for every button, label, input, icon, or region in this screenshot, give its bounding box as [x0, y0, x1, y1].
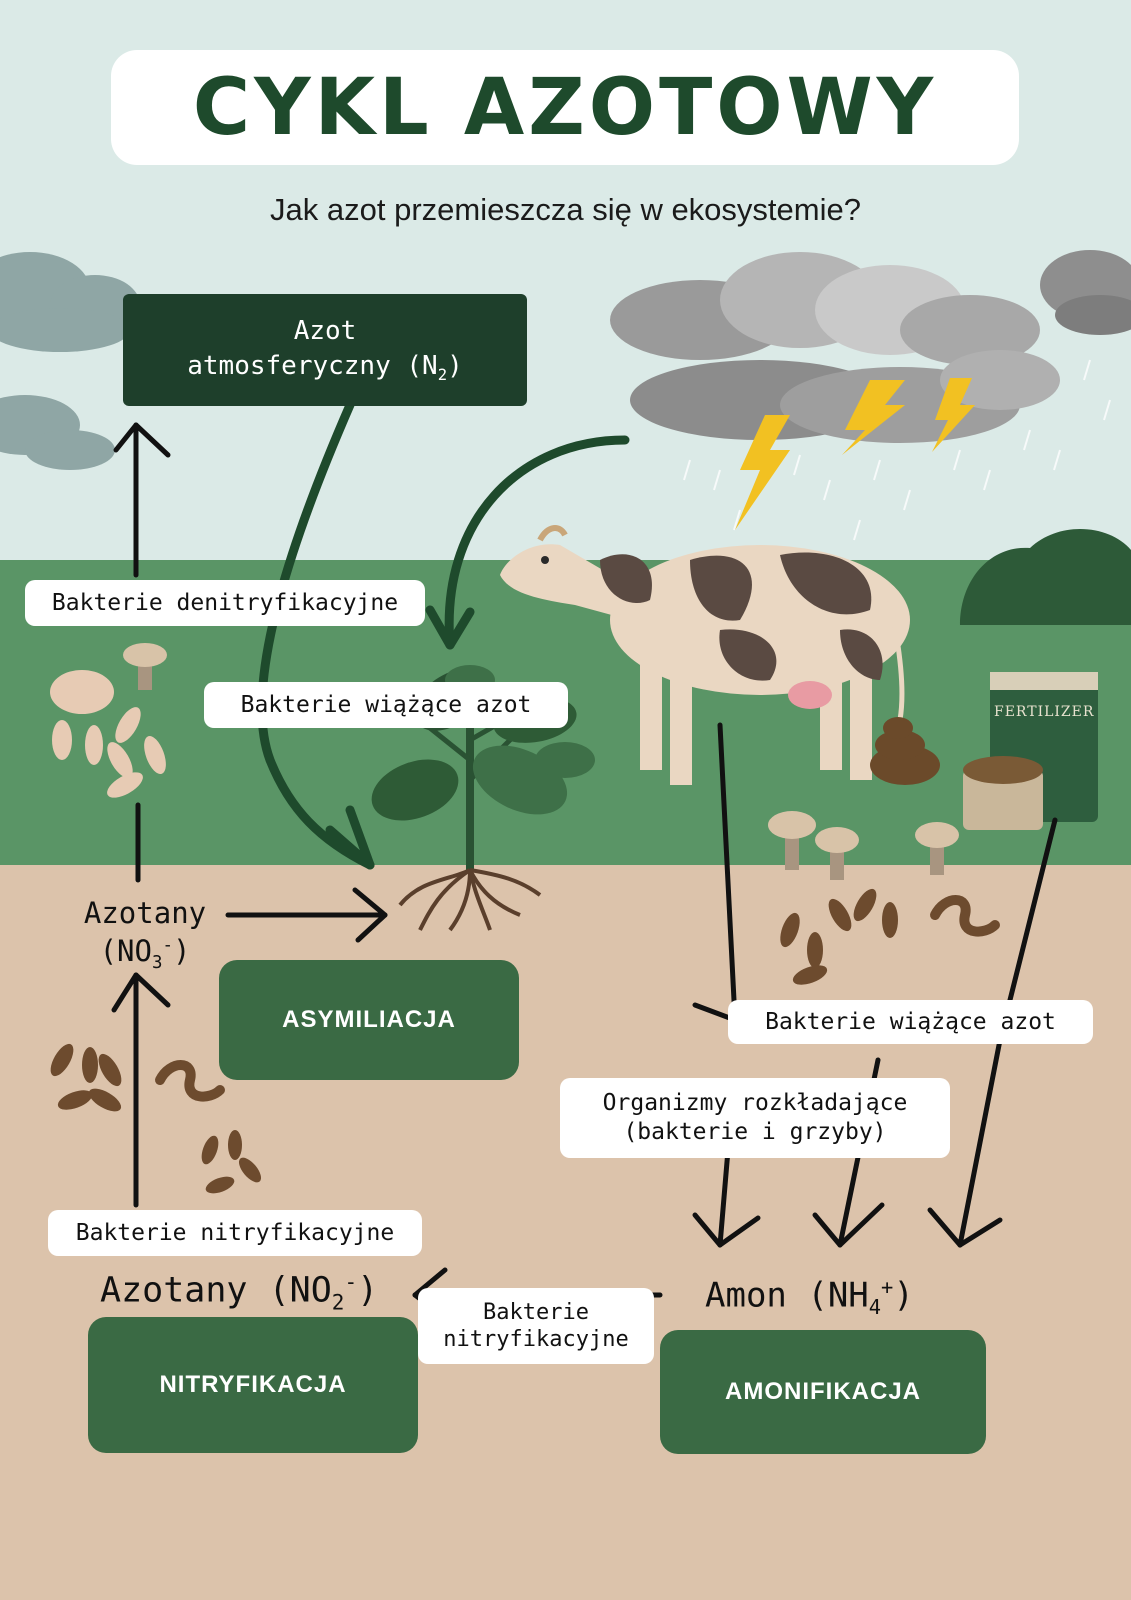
plant-roots-icon	[398, 868, 542, 932]
label-decomposers: Organizmy rozkładające (bakterie i grzyb…	[560, 1078, 950, 1158]
atmospheric-nitrogen-box: Azot atmosferyczny (N2)	[123, 294, 527, 406]
process-ammonification: AMONIFIKACJA	[660, 1330, 986, 1454]
ammonium-nh4-label: Amon (NH4+)	[705, 1275, 914, 1320]
label-denitrifying-bacteria: Bakterie denitryfikacyjne	[25, 580, 425, 626]
soil-bacteria-icon	[50, 888, 898, 1194]
label-nitrifying-bacteria-middle: Bakterie nitryfikacyjne	[418, 1288, 654, 1364]
label-decomposers-line1: Organizmy rozkładające	[602, 1090, 908, 1117]
mushroom-icon	[123, 643, 959, 880]
cloud-left-icon	[0, 252, 140, 470]
fertilizer-label: FERTILIZER	[994, 704, 1095, 720]
cow-icon	[500, 525, 910, 785]
page-subtitle: Jak azot przemieszcza się w ekosystemie?	[270, 192, 861, 227]
label-nitrifying-mid-line1: Bakterie	[483, 1299, 589, 1325]
page-title: CYKL AZOTOWY	[192, 62, 938, 153]
label-nitrogen-fixing-bacteria-right: Bakterie wiążące azot	[728, 1000, 1093, 1044]
worm-icon	[155, 895, 1000, 1102]
atmospheric-nitrogen-line2: atmosferyczny (N2)	[187, 350, 463, 385]
label-nitrifying-mid-line2: nitryfikacyjne	[443, 1327, 629, 1352]
label-decomposers-line2: (bakterie i grzyby)	[623, 1119, 887, 1145]
manure-icon	[870, 717, 940, 785]
process-assimilation: ASYMILIACJA	[219, 960, 519, 1080]
nitrates-no3-label: Azotany (NO3-)	[83, 896, 207, 973]
atmospheric-nitrogen-line1: Azot	[293, 315, 357, 346]
label-nitrifying-bacteria-left: Bakterie nitryfikacyjne	[48, 1210, 422, 1256]
title-banner: CYKL AZOTOWY	[111, 50, 1019, 165]
arrow-decomposers-down	[717, 1147, 731, 1248]
arrow-lightning-to-plant	[444, 435, 630, 650]
nitrites-no2-label: Azotany (NO2-)	[100, 1270, 379, 1315]
label-nitrogen-fixing-bacteria-left: Bakterie wiążące azot	[204, 682, 568, 728]
rain-icon	[683, 359, 1111, 541]
bush	[960, 529, 1131, 625]
process-nitrification: NITRYFIKACJA	[88, 1317, 418, 1453]
lightning-icon	[735, 378, 975, 530]
bacteria-cluster-icon	[50, 670, 166, 798]
fertilizer-bag-icon	[963, 672, 1098, 830]
